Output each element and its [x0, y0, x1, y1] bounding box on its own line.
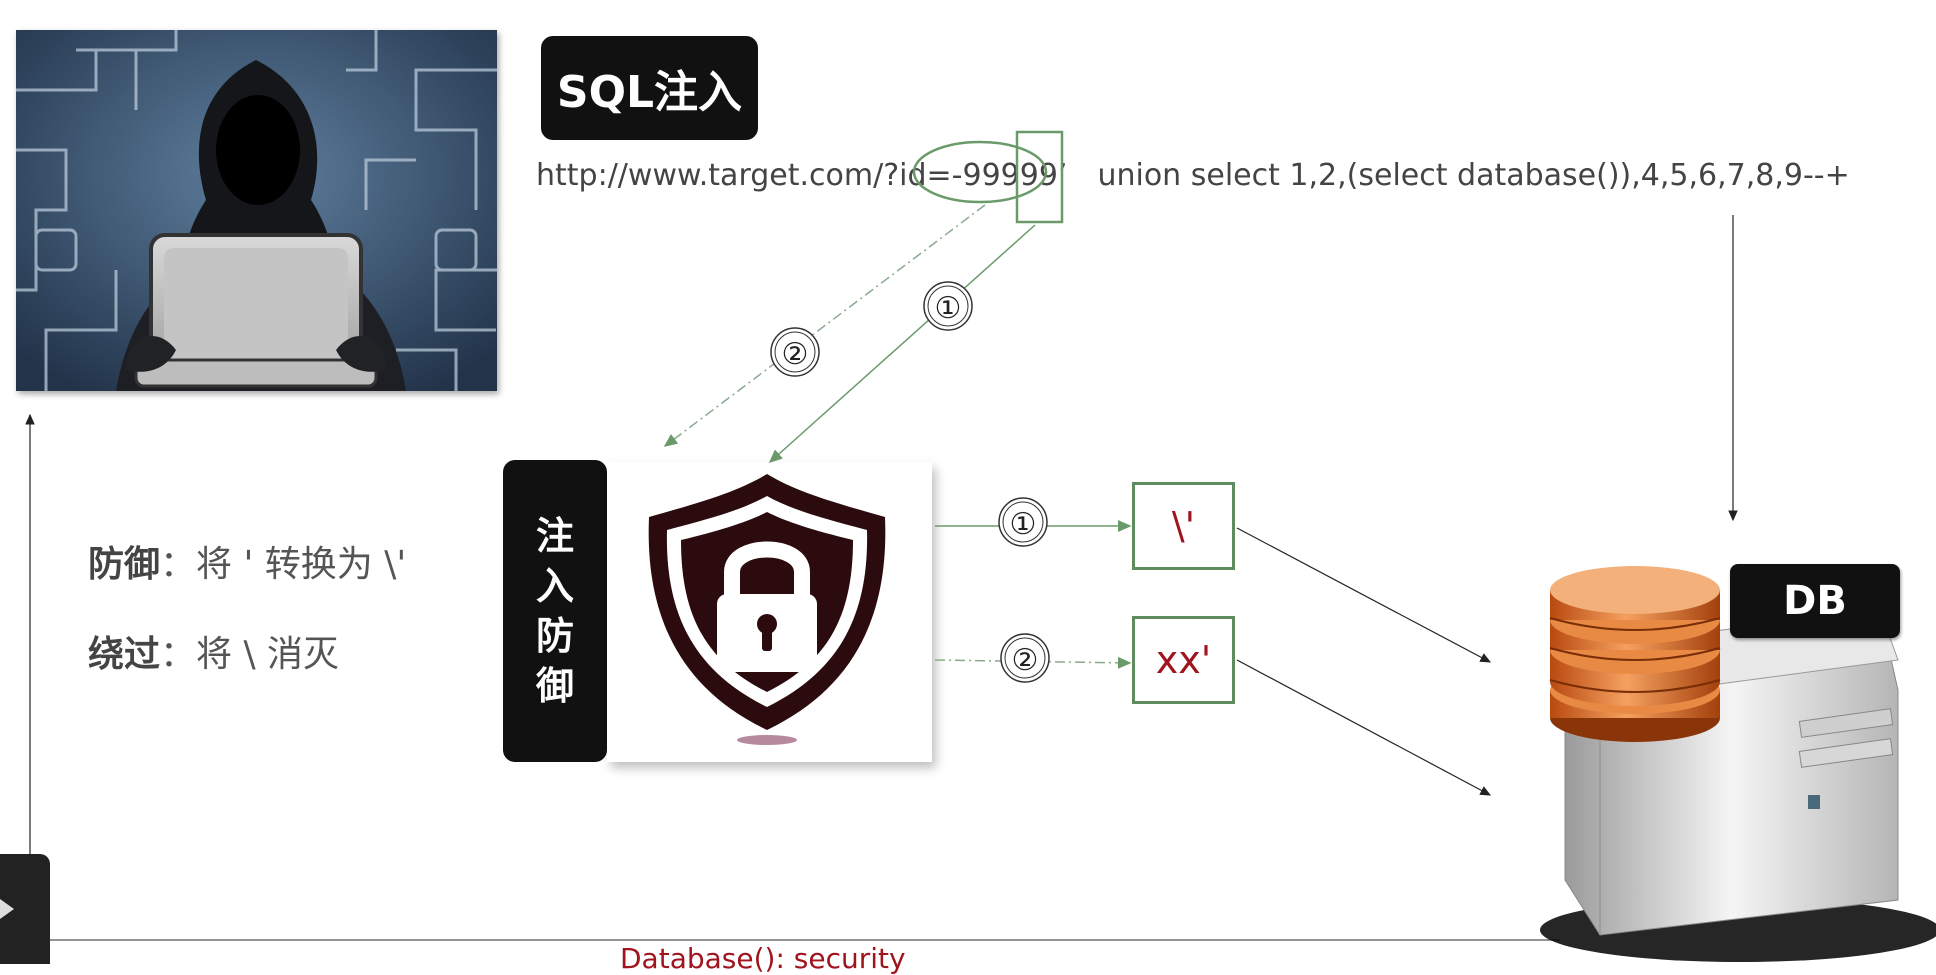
injection-defense-label: 注 入 防 御 [503, 460, 607, 762]
shield-lock-icon [648, 474, 886, 745]
result-2-to-db-arrow [1236, 659, 1492, 796]
defense-char: 防 [535, 614, 574, 658]
injection-url: http://www.target.com/?id=-99999’ union s… [536, 158, 1850, 193]
result-1-to-db-arrow [1236, 527, 1492, 663]
play-icon [0, 899, 14, 919]
path-1-arrow [768, 224, 1036, 463]
defense-char: 御 [535, 664, 574, 708]
url-head: http://www.target.com/?id=-99999’ [536, 158, 1068, 193]
path-1-marker-top: ① [935, 291, 962, 326]
path-1-marker-mid: ① [1010, 507, 1037, 542]
shield-card [607, 462, 932, 762]
title-label: SQL注入 [541, 36, 758, 140]
bypass-note: 绕过：将 \ 消灭 [88, 625, 339, 677]
path-2-marker-mid: ② [1012, 643, 1039, 678]
defense-key: 防御 [88, 544, 161, 585]
defense-char: 入 [535, 564, 574, 608]
url-tail: union select 1,2,(select database()),4,5… [1097, 158, 1850, 193]
defense-char: 注 [535, 514, 574, 558]
path-2-result-arrow [934, 656, 1132, 669]
path-2-arrow [663, 204, 986, 447]
bypass-key: 绕过 [88, 634, 161, 675]
defense-text: ：将 ' 转换为 \' [160, 544, 407, 585]
defense-note: 防御：将 ' 转换为 \' [88, 535, 406, 587]
play-button[interactable] [0, 854, 50, 964]
hacker-image [16, 30, 497, 391]
db-result-text: Database(): security [620, 942, 906, 975]
escaped-quote-result: \' [1132, 482, 1235, 570]
path-2-marker-top: ② [782, 337, 809, 372]
bypassed-quote-result: xx' [1132, 616, 1235, 704]
bypass-text: ：将 \ 消灭 [160, 634, 340, 675]
db-label: DB [1730, 564, 1900, 638]
